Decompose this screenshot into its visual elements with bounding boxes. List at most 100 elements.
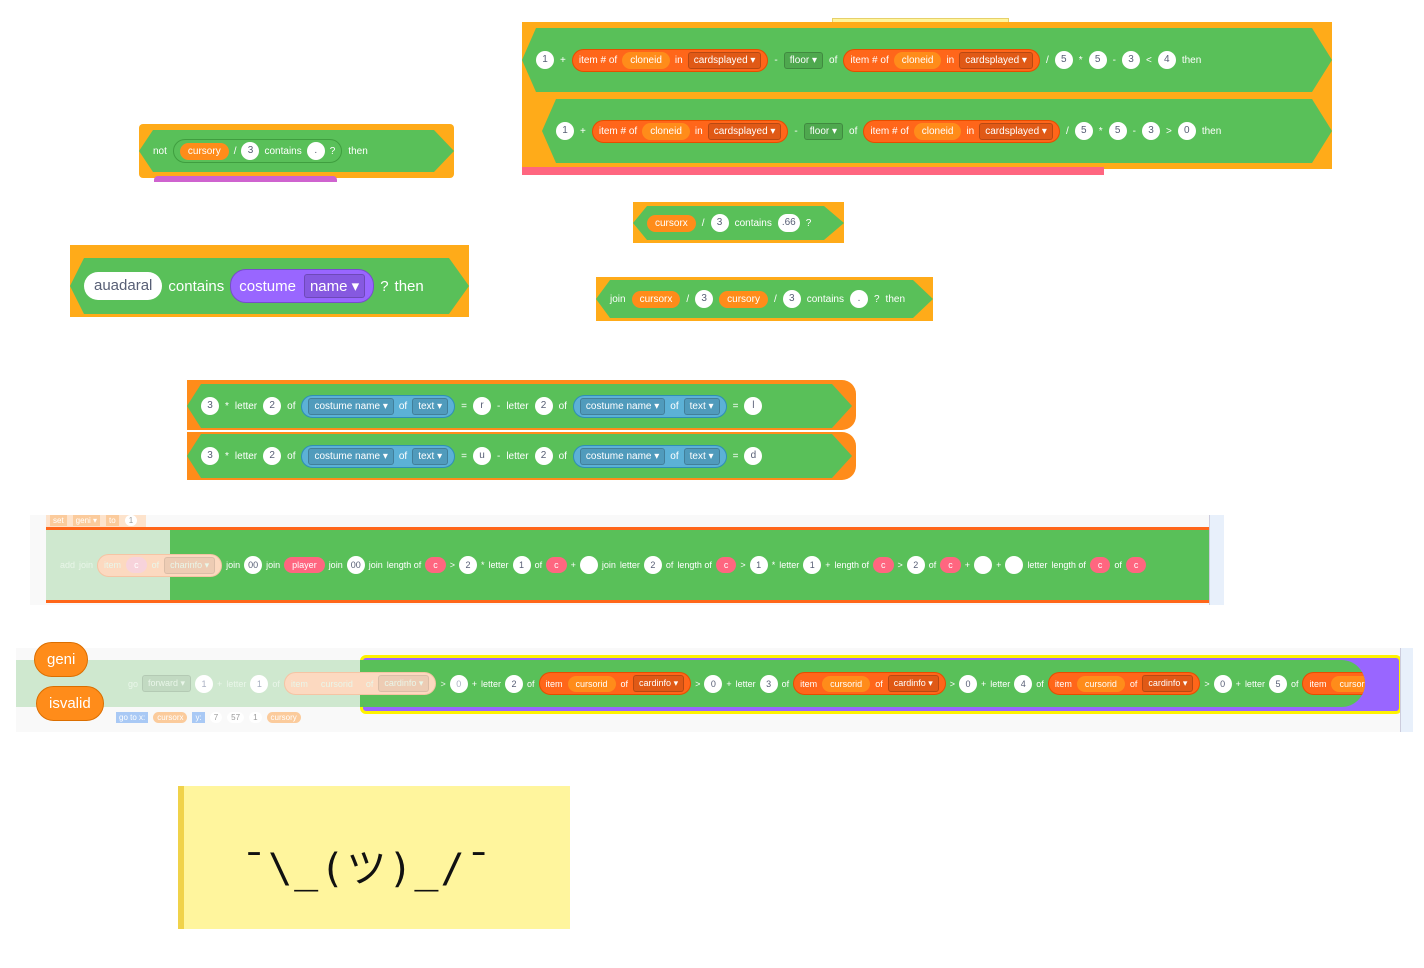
- custom-arg-reporter[interactable]: c: [126, 557, 147, 573]
- variable-reporter[interactable]: cloneid: [622, 52, 670, 69]
- number-input[interactable]: 5: [1268, 674, 1287, 693]
- dropdown[interactable]: text ▾: [412, 448, 448, 465]
- scrollbar[interactable]: [1400, 648, 1413, 732]
- number-input[interactable]: 1: [512, 556, 531, 574]
- dropdown[interactable]: cardsplayed ▾: [979, 123, 1053, 140]
- number-input[interactable]: 0: [1178, 122, 1196, 140]
- custom-arg-reporter[interactable]: player: [284, 557, 325, 573]
- dropdown[interactable]: name ▾: [304, 274, 365, 298]
- number-input[interactable]: 2: [263, 397, 281, 415]
- dropdown[interactable]: costume name ▾: [308, 398, 393, 415]
- number-input[interactable]: d: [744, 447, 762, 465]
- number-input[interactable]: 5: [1109, 122, 1127, 140]
- variable-reporter[interactable]: cursorid: [312, 675, 361, 692]
- dropdown[interactable]: cardsplayed ▾: [959, 52, 1033, 69]
- custom-arg-reporter[interactable]: c: [1089, 557, 1111, 573]
- number-input[interactable]: .: [850, 290, 868, 308]
- number-input[interactable]: 3: [695, 290, 713, 308]
- number-input[interactable]: auadaral: [84, 272, 162, 300]
- dropdown[interactable]: cardsplayed ▾: [708, 123, 782, 140]
- custom-arg-reporter[interactable]: c: [873, 557, 894, 573]
- number-input[interactable]: r: [473, 397, 491, 415]
- dropdown[interactable]: text ▾: [684, 398, 720, 415]
- number-input[interactable]: u: [473, 447, 491, 465]
- variable-reporter[interactable]: cloneid: [914, 123, 962, 140]
- number-input[interactable]: 5: [1055, 51, 1073, 69]
- number-input[interactable]: 2: [535, 397, 553, 415]
- custom-arg-reporter[interactable]: c: [425, 557, 446, 573]
- geni-hat-block[interactable]: geni: [34, 642, 89, 677]
- number-input[interactable]: 3: [201, 397, 219, 415]
- number-input[interactable]: 2: [906, 556, 925, 574]
- number-input[interactable]: 3: [201, 447, 219, 465]
- variable-reporter[interactable]: cursorx: [647, 215, 696, 232]
- dropdown[interactable]: costume name ▾: [308, 448, 393, 465]
- number-input[interactable]: l: [744, 397, 762, 415]
- number-input[interactable]: 00: [244, 556, 263, 574]
- comment-text[interactable]: ¯\_(ツ)_/¯: [242, 846, 493, 892]
- dropdown[interactable]: text ▾: [684, 448, 720, 465]
- number-input[interactable]: 3: [1122, 51, 1140, 69]
- number-input[interactable]: 4: [1158, 51, 1176, 69]
- number-input[interactable]: 3: [241, 142, 259, 160]
- custom-arg-reporter[interactable]: c: [546, 557, 567, 573]
- custom-arg-reporter[interactable]: c: [1125, 557, 1147, 573]
- number-input[interactable]: .66: [778, 214, 800, 232]
- number-input[interactable]: 00: [346, 556, 365, 574]
- number-input[interactable]: [579, 556, 598, 574]
- variable-reporter[interactable]: cursorid: [822, 675, 871, 692]
- variable-reporter[interactable]: cursorid: [567, 675, 616, 692]
- dropdown[interactable]: cardsplayed ▾: [688, 52, 762, 69]
- isvalid-hat-block[interactable]: isvalid: [36, 686, 104, 721]
- number-input[interactable]: 1: [556, 122, 574, 140]
- number-input[interactable]: 1: [250, 674, 269, 693]
- number-input[interactable]: 2: [643, 556, 662, 574]
- number-input[interactable]: 1: [536, 51, 554, 69]
- number-input[interactable]: 5: [1075, 122, 1093, 140]
- number-input[interactable]: 0: [1213, 674, 1232, 693]
- dropdown[interactable]: cardinfo ▾: [887, 675, 939, 692]
- number-input[interactable]: 2: [535, 447, 553, 465]
- variable-reporter[interactable]: cursorx: [632, 291, 681, 308]
- number-input[interactable]: 3: [759, 674, 778, 693]
- dropdown[interactable]: costume name ▾: [580, 398, 665, 415]
- dropdown[interactable]: cardinfo ▾: [378, 675, 430, 692]
- dropdown[interactable]: floor ▾: [804, 123, 843, 140]
- number-input[interactable]: 3: [783, 290, 801, 308]
- variable-reporter[interactable]: cloneid: [642, 123, 690, 140]
- variable-reporter[interactable]: cloneid: [894, 52, 942, 69]
- number-input[interactable]: 1: [803, 556, 822, 574]
- number-input[interactable]: [1005, 556, 1024, 574]
- variable-reporter[interactable]: cursory: [180, 143, 229, 160]
- dropdown[interactable]: text ▾: [412, 398, 448, 415]
- number-input[interactable]: 1: [195, 674, 214, 693]
- variable-reporter[interactable]: cursorid: [1331, 675, 1365, 692]
- number-input[interactable]: 2: [504, 674, 523, 693]
